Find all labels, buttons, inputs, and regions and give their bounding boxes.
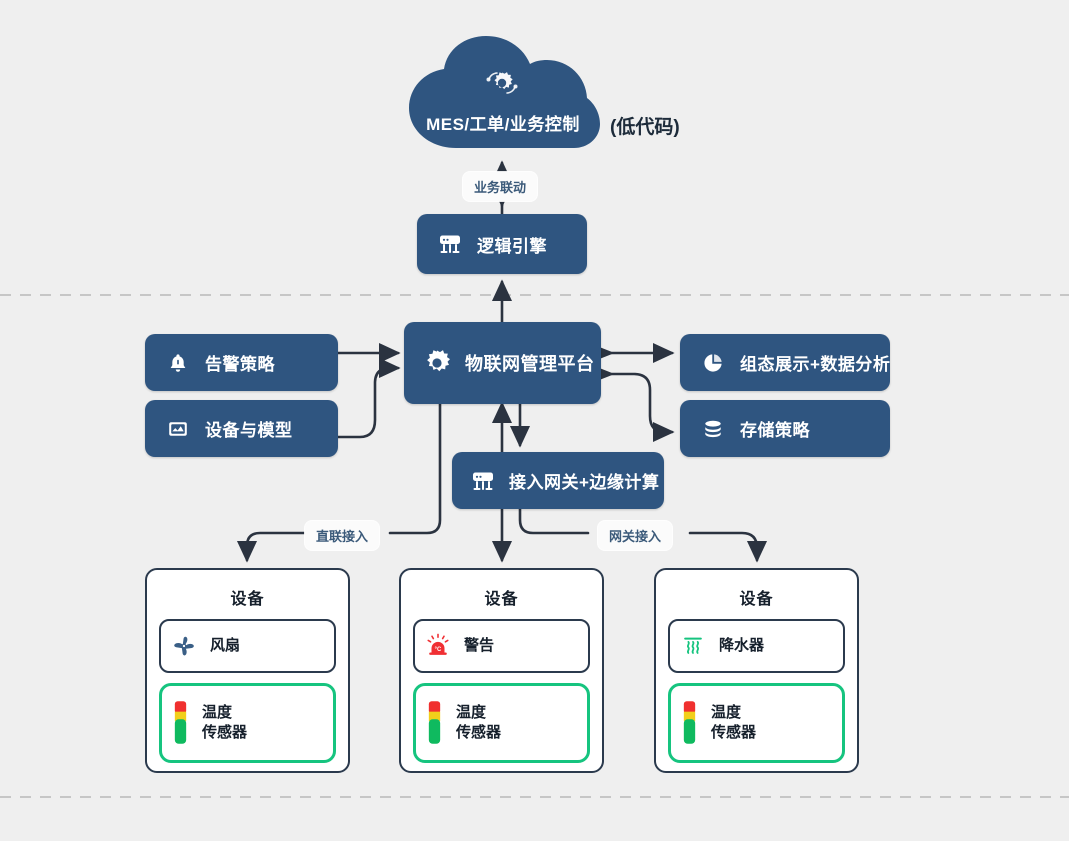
node-visualization[interactable]: 组态展示+数据分析	[680, 334, 890, 391]
sensor-label-line1: 温度	[202, 703, 233, 721]
node-iot-platform[interactable]: 物联网管理平台	[404, 322, 601, 404]
iot-platform-label: 物联网管理平台	[465, 354, 595, 374]
gateway-icon	[437, 231, 463, 257]
device-item-sprinkler[interactable]: 降水器	[668, 619, 845, 673]
device-item-label: 风扇	[210, 636, 241, 654]
logic-engine-label: 逻辑引擎	[477, 236, 547, 256]
edge-label-business-linkage: 业务联动	[463, 172, 538, 201]
node-gateway-edge[interactable]: 接入网关+边缘计算	[452, 452, 664, 509]
device-card-title: 设备	[230, 591, 265, 608]
visualization-label: 组态展示+数据分析	[740, 355, 891, 374]
node-alarm-policy[interactable]: 告警策略	[145, 334, 338, 391]
node-storage-policy[interactable]: 存储策略	[680, 400, 890, 457]
device-item-label: 温度 传感器	[202, 703, 247, 744]
cloud-label: MES/工单/业务控制	[426, 115, 580, 134]
storage-policy-label: 存储策略	[740, 421, 810, 440]
alarm-policy-label: 告警策略	[205, 355, 275, 374]
device-card[interactable]: 设备 °C 警告	[399, 568, 604, 773]
edge-devicemodel-platform	[318, 357, 401, 446]
lowcode-annotation: (低代码)	[610, 117, 680, 138]
sensor-label-line1: 温度	[456, 703, 487, 721]
node-logic-engine[interactable]: 逻辑引擎	[417, 214, 587, 274]
temperature-gauge-icon	[426, 699, 443, 747]
device-item-label: 温度 传感器	[456, 703, 501, 744]
gateway-edge-label: 接入网关+边缘计算	[509, 473, 660, 492]
device-card-title: 设备	[484, 591, 519, 608]
edge-label-direct-access: 直联接入	[305, 521, 380, 550]
svg-text:°C: °C	[435, 647, 442, 653]
gateway-icon	[470, 468, 496, 494]
device-model-label: 设备与模型	[205, 421, 293, 440]
cloud-shape	[403, 36, 603, 152]
sensor-label-line2: 传感器	[456, 724, 502, 741]
node-device-model[interactable]: 设备与模型	[145, 400, 338, 457]
device-item-label: 温度 传感器	[711, 703, 756, 744]
gear-icon	[422, 348, 452, 378]
device-card[interactable]: 设备 风扇	[145, 568, 350, 773]
sensor-label-line2: 传感器	[711, 724, 757, 741]
device-card[interactable]: 设备 降水器	[654, 568, 859, 773]
device-item-fan[interactable]: 风扇	[159, 619, 336, 673]
gear-cloud-icon	[482, 63, 522, 103]
device-item-temperature-sensor[interactable]: 温度 传感器	[159, 683, 336, 763]
device-item-label: 降水器	[719, 636, 765, 654]
device-item-temperature-sensor[interactable]: 温度 传感器	[668, 683, 845, 763]
sensor-label-line2: 传感器	[202, 724, 248, 741]
database-icon	[702, 418, 724, 440]
pie-chart-icon	[702, 352, 724, 374]
sprinkler-icon	[680, 633, 706, 659]
edge-label-gateway-access: 网关接入	[598, 521, 673, 550]
edge-platform-storage	[592, 365, 675, 443]
device-model-icon	[167, 418, 189, 440]
device-item-alarm[interactable]: °C 警告	[413, 619, 590, 673]
temperature-gauge-icon	[172, 699, 189, 747]
device-item-temperature-sensor[interactable]: 温度 传感器	[413, 683, 590, 763]
temperature-gauge-icon	[681, 699, 698, 747]
fan-icon	[171, 633, 197, 659]
bell-icon	[167, 352, 189, 374]
device-item-label: 警告	[464, 636, 495, 654]
alarm-siren-icon: °C	[425, 633, 451, 659]
sensor-label-line1: 温度	[711, 703, 742, 721]
device-card-title: 设备	[739, 591, 774, 608]
